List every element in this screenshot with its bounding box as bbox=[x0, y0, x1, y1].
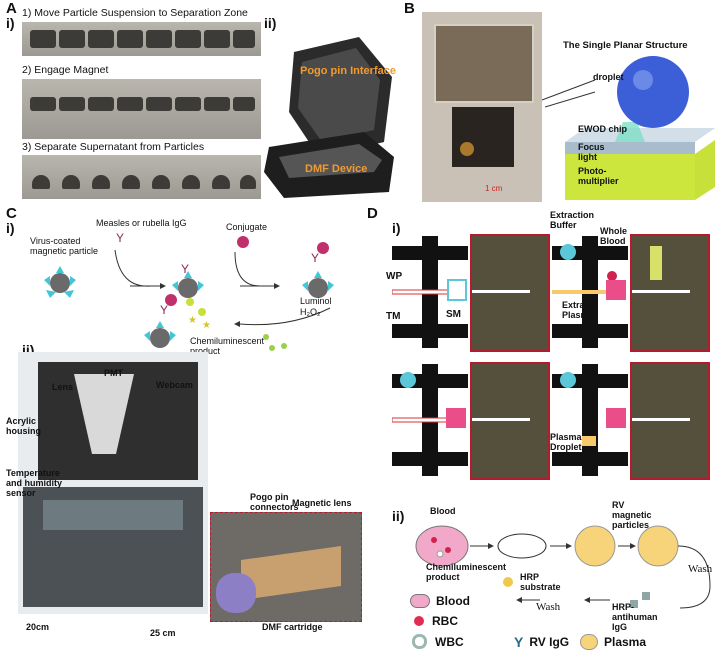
legend-wbc: WBC bbox=[412, 634, 464, 649]
particle-1 bbox=[44, 266, 76, 298]
particle-4: Y bbox=[144, 294, 177, 348]
device-photo-4 bbox=[630, 362, 710, 480]
igg-label: Measles or rubella IgG bbox=[96, 218, 187, 228]
extracted-plasma-label: Extrated Plasma bbox=[562, 300, 599, 320]
svg-text:Y: Y bbox=[311, 251, 319, 265]
focus-light-label: Focus light bbox=[578, 142, 605, 162]
chemi-product-d-label: Chemiluminescent product bbox=[426, 562, 507, 582]
svg-text:Y: Y bbox=[160, 303, 168, 317]
sm-label: SM bbox=[446, 309, 461, 320]
whole-blood-label: Whole Blood bbox=[600, 226, 627, 246]
legend-rbc: RBC bbox=[414, 614, 458, 628]
step-1-label: 1) Move Particle Suspension to Separatio… bbox=[22, 7, 248, 19]
instrument-box-photo bbox=[18, 352, 208, 614]
pogo-connectors-label: Pogo pin connectors bbox=[250, 492, 299, 512]
electrode-schematic-2 bbox=[552, 236, 628, 348]
rv-particles-label: RV magnetic particles bbox=[612, 500, 652, 530]
wash-right-label: Wash bbox=[688, 563, 713, 575]
svg-text:★: ★ bbox=[202, 320, 211, 331]
legend-plasma-text: Plasma bbox=[604, 635, 647, 649]
panel-c-label: C bbox=[6, 205, 17, 222]
tm-label: TM bbox=[386, 311, 401, 322]
panel-c-sub-i: i) bbox=[6, 220, 15, 236]
temp-sensor-label: Temperature and humidity sensor bbox=[6, 468, 62, 498]
device-box-photo bbox=[422, 12, 542, 202]
h2o2-label: H₂O₂ bbox=[300, 307, 321, 317]
wbc-ring-icon bbox=[412, 634, 427, 649]
droplet-label: droplet bbox=[593, 72, 624, 82]
photomultiplier-label: Photo-multiplier bbox=[578, 166, 619, 186]
particle-3: Y bbox=[302, 242, 334, 298]
workflow-diagram bbox=[415, 525, 711, 609]
b-connector-arrow bbox=[541, 79, 596, 101]
svg-text:★: ★ bbox=[188, 315, 197, 326]
scale-bar-label: 1 cm bbox=[485, 184, 503, 193]
luminol-label: Luminol bbox=[300, 296, 332, 306]
panel-a-label: A bbox=[6, 0, 17, 17]
step-2-label: 2) Engage Magnet bbox=[22, 64, 109, 76]
legend-blood-text: Blood bbox=[436, 594, 470, 608]
panel-a-sub-i: i) bbox=[6, 15, 15, 31]
panel-b-label: B bbox=[404, 0, 415, 17]
strip-3 bbox=[22, 155, 261, 199]
device-photo-1 bbox=[470, 234, 550, 352]
planar-title: The Single Planar Structure bbox=[563, 40, 688, 51]
panel-a-sub-ii: ii) bbox=[264, 15, 277, 31]
virus-particle-label: Virus-coated magnetic particle bbox=[30, 236, 99, 256]
dmf-device-label: DMF Device bbox=[305, 163, 368, 175]
legend-blood: Blood bbox=[410, 594, 470, 608]
legend-rvigg-text: RV IgG bbox=[529, 635, 570, 649]
blood-swatch-icon bbox=[410, 594, 430, 608]
pmt-label: PMT bbox=[104, 368, 123, 378]
depth-25-label: 25 cm bbox=[150, 628, 176, 638]
plasma-droplet-label: Plasma Droplet bbox=[550, 432, 582, 452]
hrp-antihuman-label: HRP-antihuman IgG bbox=[612, 602, 658, 632]
electrode-schematic-4 bbox=[552, 364, 628, 476]
chemi-product-label: Chemiluminescent product bbox=[190, 336, 265, 356]
antibody-y-icon: Y bbox=[514, 634, 524, 650]
device-photo-3 bbox=[470, 362, 550, 480]
planar-structure-diagram bbox=[545, 56, 715, 200]
hrp-substrate-label: HRP substrate bbox=[520, 572, 561, 592]
dmf-instrument-drawing bbox=[264, 37, 394, 198]
assay-scheme: Y Y Y Y ★ ★ bbox=[44, 231, 334, 351]
panel-d-sub-ii: ii) bbox=[392, 508, 405, 524]
electrode-schematic-1 bbox=[392, 236, 468, 348]
ewod-chip-label: EWOD chip bbox=[578, 124, 627, 134]
webcam-label: Webcam bbox=[156, 380, 193, 390]
panel-d-sub-i: i) bbox=[392, 220, 401, 236]
dmf-cartridge-label: DMF cartridge bbox=[262, 622, 323, 632]
extraction-buffer-label: Extraction Buffer bbox=[550, 210, 595, 230]
wp-label: WP bbox=[386, 271, 403, 282]
strip-1 bbox=[22, 22, 261, 56]
conjugate-label: Conjugate bbox=[226, 222, 268, 232]
legend-wbc-text: WBC bbox=[435, 634, 464, 649]
step-3-label: 3) Separate Supernatant from Particles bbox=[22, 141, 205, 153]
cartridge-photo bbox=[210, 512, 362, 622]
legend-rvigg: Y RV IgG bbox=[514, 634, 569, 650]
svg-text:Y: Y bbox=[116, 231, 124, 245]
strip-2 bbox=[22, 79, 261, 139]
pogo-pin-label: Pogo pin Interface bbox=[300, 65, 396, 77]
width-20-label: 20cm bbox=[26, 622, 50, 632]
wash-mid-label: Wash bbox=[536, 601, 561, 613]
acrylic-label: Acrylic housing bbox=[6, 416, 41, 436]
svg-text:Y: Y bbox=[181, 262, 189, 276]
device-photo-2 bbox=[630, 234, 710, 352]
blood-top-label: Blood bbox=[430, 506, 456, 516]
legend-rbc-text: RBC bbox=[432, 614, 458, 628]
lens-label: Lens bbox=[52, 382, 74, 392]
rbc-dot-icon bbox=[414, 616, 424, 626]
legend-plasma: Plasma bbox=[580, 634, 646, 650]
electrode-schematic-3 bbox=[392, 364, 468, 476]
magnetic-lens-label: Magnetic lens bbox=[292, 498, 352, 508]
particle-2: Y bbox=[172, 262, 204, 298]
plasma-swatch-icon bbox=[580, 634, 598, 650]
dmf-instrument-photo bbox=[264, 32, 398, 200]
panel-d-label: D bbox=[367, 205, 378, 222]
